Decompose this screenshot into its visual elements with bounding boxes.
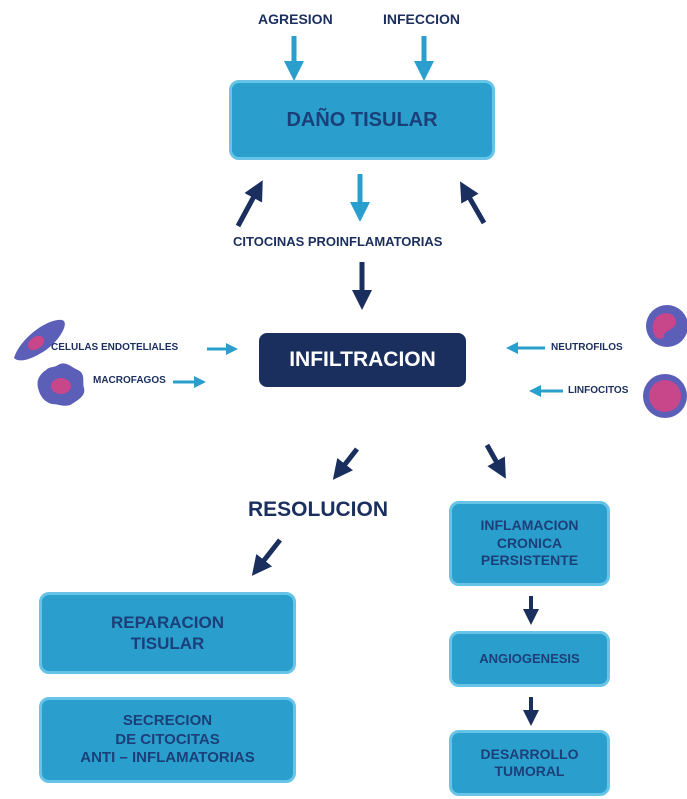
secretion-line-2: DE CITOCITAS [115,730,220,748]
macrophage-cell-icon [37,363,85,406]
tumor-line-2: TUMORAL [494,763,565,779]
chronic-line-2: CRONICA [496,534,563,551]
secretion-line-1: SECRECION [122,711,213,729]
feedback-arrow-right [460,181,487,225]
lymphocyte-label: LINFOCITOS [568,385,629,396]
to-chronic-arrow [484,443,506,479]
agresion-label: AGRESION [258,11,333,27]
chronic-line-3: PERSISTENTE [480,552,579,569]
infeccion-label: INFECCION [383,11,460,27]
secretion-box: SECRECION DE CITOCITAS ANTI – INFLAMATOR… [39,697,296,783]
macrophage-label: MACROFAGOS [93,375,166,386]
tumor-line-1: DESARROLLO [480,745,579,762]
neutrophil-cell-icon [646,305,687,347]
tumor-box: DESARROLLO TUMORAL [449,730,610,796]
infiltration-box: INFILTRACION [259,333,466,387]
neutrophil-label: NEUTROFILOS [551,342,623,353]
feedback-arrow-left [235,180,263,228]
angiogenesis-label: ANGIOGENESIS [479,650,580,666]
endothelial-cell-icon [14,319,65,361]
to-resolution-arrow [332,447,359,480]
repair-line-2: TISULAR [130,634,205,653]
cytokines-label: CITOCINAS PROINFLAMATORIAS [233,234,443,249]
lymphocyte-cell-icon [643,374,687,418]
chronic-line-1: INFLAMACION [480,517,579,534]
damage-box-label: DAÑO TISULAR [286,108,438,131]
repair-line-1: REPARACION [110,612,225,632]
secretion-line-3: ANTI – INFLAMATORIAS [80,749,255,767]
infiltration-box-label: INFILTRACION [289,348,436,371]
endothelial-label: CELULAS ENDOTELIALES [51,342,179,353]
damage-box: DAÑO TISULAR [229,80,495,160]
to-repair-arrow [251,538,282,576]
resolution-label: RESOLUCION [248,498,389,521]
chronic-box: INFLAMACION CRONICA PERSISTENTE [449,501,610,586]
repair-box: REPARACION TISULAR [39,592,296,674]
angiogenesis-box: ANGIOGENESIS [449,631,610,687]
